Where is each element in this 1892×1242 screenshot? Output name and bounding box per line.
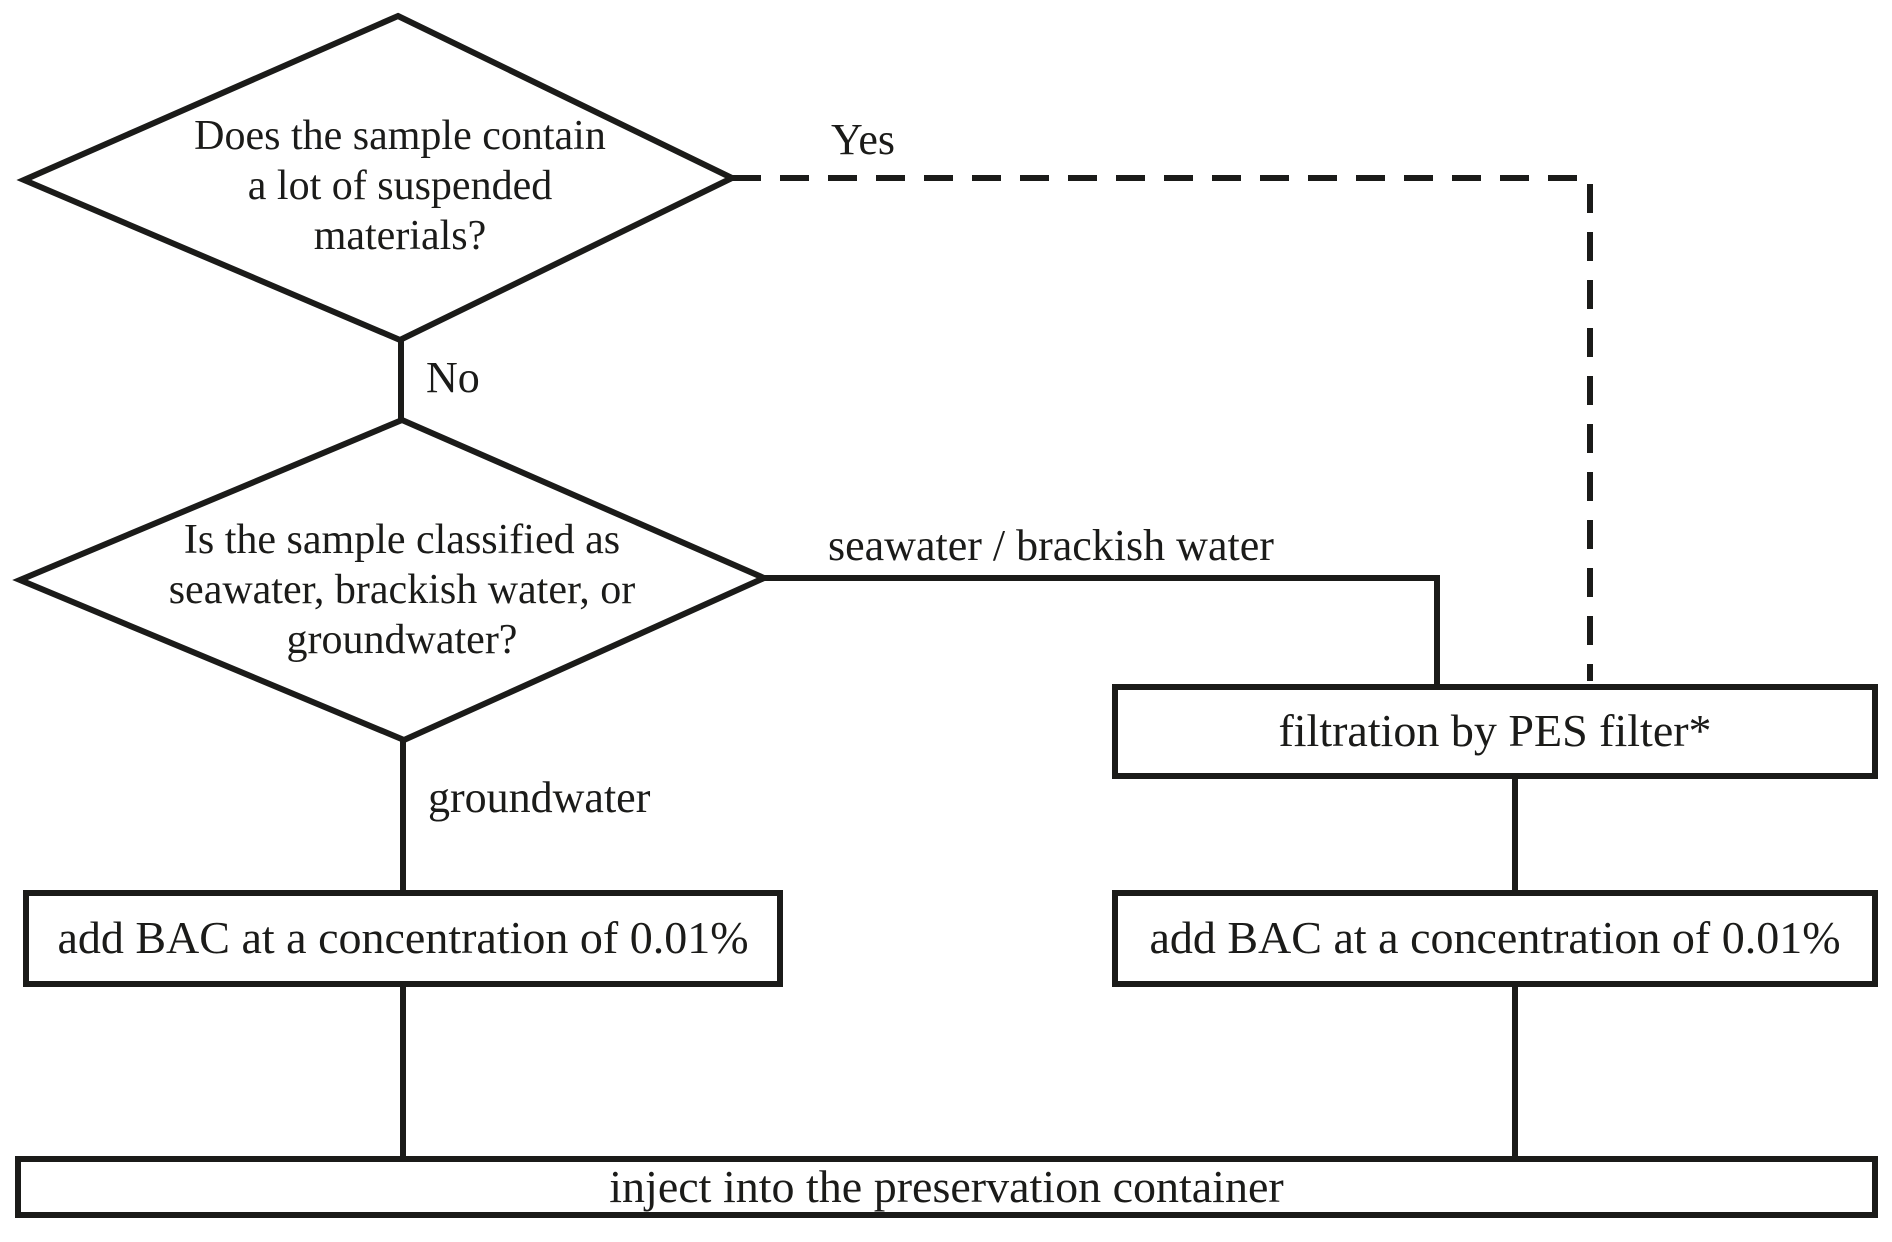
add-bac-left-label: add BAC at a concentration of 0.01%	[57, 912, 749, 964]
edge-seawater-line	[760, 575, 1440, 687]
decision-suspended-line3: materials?	[313, 213, 487, 259]
inject-box: inject into the preservation container	[15, 1156, 1878, 1218]
edge-label-yes: Yes	[831, 115, 896, 164]
filtration-label: filtration by PES filter*	[1278, 705, 1712, 757]
decision-classified-line1: Is the sample classified as	[183, 517, 621, 563]
filtration-box: filtration by PES filter*	[1112, 684, 1878, 779]
decision-classified-diamond	[12, 416, 772, 744]
decision-suspended-line1: Does the sample contain	[194, 113, 606, 159]
edge-label-seawater: seawater / brackish water	[828, 521, 1274, 570]
decision-classified-line2: seawater, brackish water, or	[168, 567, 636, 613]
edge-label-no: No	[426, 353, 480, 402]
decision-classified-text: Is the sample classified as seawater, br…	[82, 512, 722, 668]
decision-classified-line3: groundwater?	[286, 617, 518, 663]
decision-suspended-diamond	[16, 12, 739, 344]
decision-suspended-line2: a lot of suspended	[247, 163, 553, 209]
inject-label: inject into the preservation container	[609, 1160, 1284, 1212]
add-bac-left-box: add BAC at a concentration of 0.01%	[23, 890, 783, 987]
edge-yes-dashed-line	[732, 175, 1593, 681]
decision-suspended-text: Does the sample contain a lot of suspend…	[100, 108, 700, 264]
edge-label-groundwater: groundwater	[428, 773, 651, 822]
add-bac-right-label: add BAC at a concentration of 0.01%	[1149, 912, 1841, 964]
add-bac-right-box: add BAC at a concentration of 0.01%	[1112, 890, 1878, 987]
